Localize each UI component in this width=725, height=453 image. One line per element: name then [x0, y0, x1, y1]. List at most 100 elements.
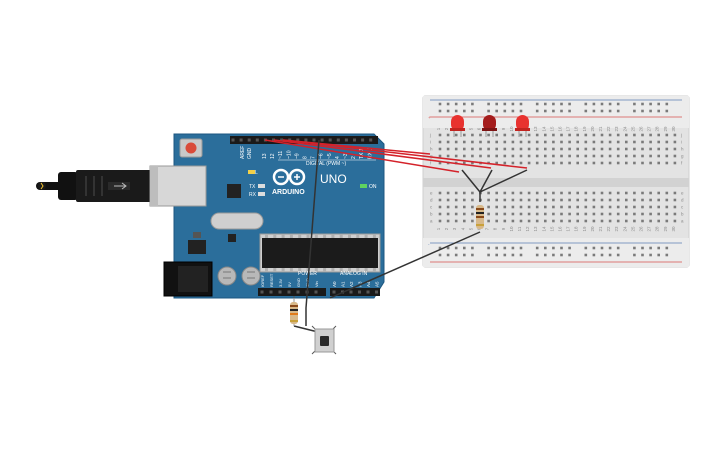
breadboard-hole[interactable] [673, 191, 677, 195]
breadboard-hole[interactable] [560, 212, 563, 216]
breadboard-hole[interactable] [487, 219, 490, 223]
rail-hole[interactable] [641, 109, 644, 113]
breadboard-hole[interactable] [463, 205, 466, 209]
header-pin[interactable] [304, 138, 308, 142]
breadboard-hole[interactable] [576, 133, 579, 137]
rail-hole[interactable] [600, 109, 604, 113]
rail-hole[interactable] [560, 102, 563, 106]
breadboard-hole[interactable] [616, 161, 620, 165]
breadboard-hole[interactable] [625, 133, 628, 137]
rail-hole[interactable] [438, 246, 442, 250]
breadboard-hole[interactable] [535, 147, 539, 151]
header-pin[interactable] [287, 290, 291, 294]
header-pin[interactable] [278, 290, 282, 294]
breadboard-hole[interactable] [519, 198, 523, 202]
rail-hole[interactable] [649, 253, 652, 257]
rail-hole[interactable] [454, 253, 458, 257]
rail-hole[interactable] [535, 246, 539, 250]
breadboard-hole[interactable] [665, 191, 669, 195]
breadboard-hole[interactable] [544, 147, 547, 151]
rail-hole[interactable] [584, 102, 588, 106]
breadboard-hole[interactable] [479, 154, 482, 158]
breadboard-hole[interactable] [479, 147, 482, 151]
breadboard-holes[interactable] [438, 102, 677, 257]
breadboard-hole[interactable] [438, 212, 442, 216]
rail-hole[interactable] [487, 246, 490, 250]
breadboard-hole[interactable] [454, 133, 458, 137]
breadboard-hole[interactable] [503, 205, 507, 209]
header-pin[interactable] [269, 290, 273, 294]
breadboard-hole[interactable] [503, 147, 507, 151]
pushbutton[interactable] [311, 325, 337, 355]
breadboard-hole[interactable] [649, 212, 652, 216]
breadboard-hole[interactable] [600, 198, 604, 202]
breadboard-hole[interactable] [600, 191, 604, 195]
breadboard-hole[interactable] [584, 191, 588, 195]
breadboard-hole[interactable] [495, 147, 498, 151]
breadboard-hole[interactable] [511, 133, 515, 137]
breadboard-hole[interactable] [511, 161, 515, 165]
breadboard-hole[interactable] [503, 140, 507, 144]
breadboard-hole[interactable] [495, 154, 498, 158]
breadboard-hole[interactable] [503, 161, 507, 165]
breadboard-hole[interactable] [535, 191, 539, 195]
breadboard-hole[interactable] [438, 198, 442, 202]
breadboard-hole[interactable] [665, 198, 669, 202]
rail-hole[interactable] [665, 253, 669, 257]
breadboard-hole[interactable] [560, 161, 563, 165]
breadboard-hole[interactable] [535, 140, 539, 144]
rail-hole[interactable] [438, 253, 442, 257]
breadboard-hole[interactable] [616, 154, 620, 158]
header-pin[interactable] [358, 290, 361, 294]
rail-hole[interactable] [446, 109, 450, 113]
rail-hole[interactable] [641, 102, 644, 106]
breadboard-hole[interactable] [568, 205, 571, 209]
breadboard-hole[interactable] [584, 212, 588, 216]
header-pin[interactable] [349, 290, 353, 294]
breadboard-hole[interactable] [560, 219, 563, 223]
breadboard-hole[interactable] [600, 147, 604, 151]
breadboard-hole[interactable] [584, 133, 588, 137]
breadboard-hole[interactable] [511, 154, 515, 158]
breadboard-hole[interactable] [592, 191, 596, 195]
rail-hole[interactable] [633, 102, 636, 106]
breadboard-hole[interactable] [673, 154, 677, 158]
rail-hole[interactable] [487, 102, 490, 106]
pushbutton-cap[interactable] [320, 336, 329, 346]
rail-hole[interactable] [568, 253, 571, 257]
breadboard-hole[interactable] [576, 198, 579, 202]
rail-hole[interactable] [657, 246, 660, 250]
breadboard-hole[interactable] [673, 198, 677, 202]
breadboard-hole[interactable] [560, 191, 563, 195]
breadboard-hole[interactable] [552, 219, 555, 223]
breadboard-hole[interactable] [576, 205, 579, 209]
header-pin[interactable] [280, 138, 284, 142]
breadboard-hole[interactable] [527, 205, 531, 209]
breadboard-hole[interactable] [600, 140, 604, 144]
rail-hole[interactable] [446, 246, 450, 250]
rail-hole[interactable] [535, 102, 539, 106]
breadboard-hole[interactable] [544, 140, 547, 144]
breadboard-hole[interactable] [649, 133, 652, 137]
rail-hole[interactable] [544, 102, 547, 106]
rail-hole[interactable] [568, 102, 571, 106]
breadboard-hole[interactable] [657, 147, 660, 151]
breadboard-hole[interactable] [616, 147, 620, 151]
breadboard-hole[interactable] [544, 219, 547, 223]
breadboard-hole[interactable] [625, 191, 628, 195]
breadboard-hole[interactable] [560, 198, 563, 202]
breadboard-hole[interactable] [463, 191, 466, 195]
breadboard-hole[interactable] [535, 219, 539, 223]
breadboard-hole[interactable] [641, 161, 644, 165]
breadboard-hole[interactable] [511, 198, 515, 202]
rail-hole[interactable] [665, 102, 669, 106]
breadboard-hole[interactable] [649, 191, 652, 195]
breadboard-hole[interactable] [454, 198, 458, 202]
breadboard-hole[interactable] [519, 205, 523, 209]
breadboard-hole[interactable] [463, 161, 466, 165]
breadboard-hole[interactable] [568, 133, 571, 137]
rail-hole[interactable] [511, 253, 515, 257]
breadboard-hole[interactable] [649, 219, 652, 223]
rail-hole[interactable] [535, 253, 539, 257]
